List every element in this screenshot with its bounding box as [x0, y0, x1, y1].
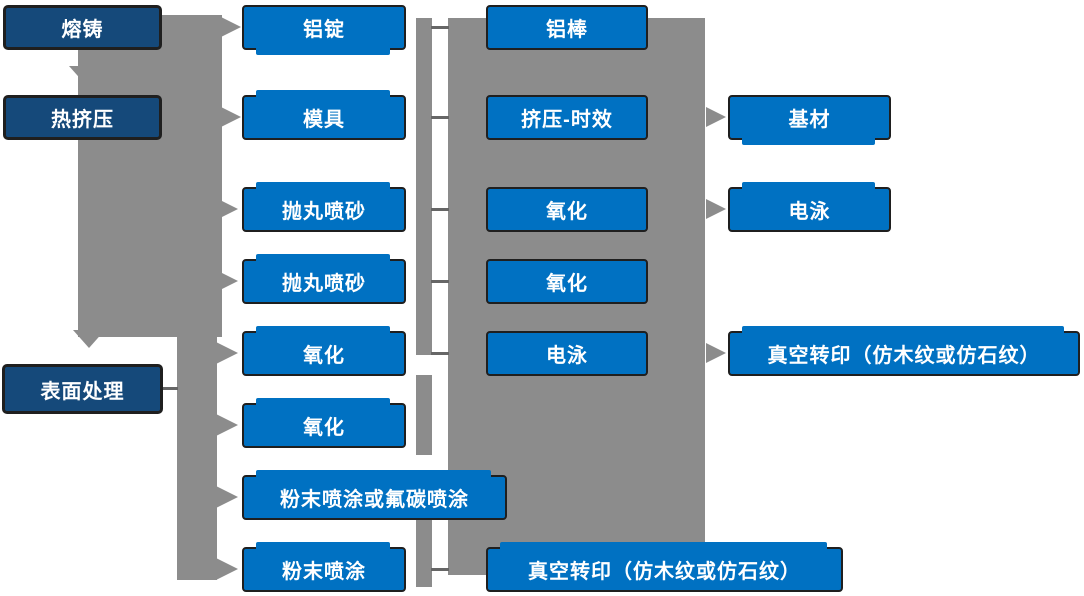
arrow-down-to-hot-extrusion-icon	[69, 66, 101, 84]
node-aluminum-ingot: 铝锭	[242, 5, 406, 55]
arrow-to-mold-icon	[219, 106, 241, 128]
node-base-material: 基材	[728, 95, 891, 145]
tick-bus-row8	[431, 568, 449, 571]
tick-surface-treatment	[161, 387, 178, 390]
node-shot-blasting-1: 抛丸喷砂	[242, 182, 406, 232]
node-oxidation-a2: 氧化	[242, 398, 406, 448]
tick-bus-row2	[431, 116, 449, 119]
node-electrophoresis-out: 电泳	[728, 182, 891, 232]
arrow-to-shot-blasting-2-icon	[216, 270, 238, 292]
node-vacuum-transfer-out: 真空转印（仿木纹或仿石纹）	[728, 326, 1080, 376]
tick-bus-row3	[431, 208, 449, 211]
node-extrusion-aging: 挤压-时效	[486, 95, 648, 140]
tick-bus-row4	[431, 280, 449, 283]
tick-bus-row5	[431, 352, 449, 355]
node-powder-coating: 粉末喷涂	[242, 542, 406, 592]
node-melting-casting: 熔铸	[3, 5, 162, 50]
arrow-to-shot-blasting-1-icon	[216, 198, 238, 220]
arrow-to-powder-coating-icon	[216, 558, 238, 580]
arrow-to-oxidation-a1-icon	[216, 342, 238, 364]
node-vacuum-transfer-b: 真空转印（仿木纹或仿石纹）	[486, 542, 843, 592]
node-aluminum-rod: 铝棒	[486, 5, 648, 50]
arrow-to-powder-fluorocarbon-icon	[216, 486, 238, 508]
node-oxidation-b1: 氧化	[486, 187, 648, 232]
main-trunk-connector	[78, 15, 222, 337]
bus-bar-segment-1	[416, 18, 432, 355]
node-oxidation-b2: 氧化	[486, 259, 648, 304]
node-oxidation-a1: 氧化	[242, 326, 406, 376]
node-mold: 模具	[242, 90, 406, 140]
arrow-to-aluminum-ingot-icon	[219, 16, 241, 38]
node-powder-or-fluorocarbon-coating: 粉末喷涂或氟碳喷涂	[242, 470, 507, 520]
bus-bar-segment-2	[416, 375, 432, 455]
arrow-to-base-material-icon	[706, 107, 726, 127]
arrow-to-vacuum-transfer-out-icon	[706, 343, 726, 363]
arrow-to-electrophoresis-out-icon	[706, 199, 726, 219]
arrow-to-oxidation-a2-icon	[216, 414, 238, 436]
node-electrophoresis-b: 电泳	[486, 331, 648, 376]
arrow-down-to-surface-treatment-icon	[73, 330, 105, 348]
node-hot-extrusion: 热挤压	[3, 95, 162, 140]
node-shot-blasting-2: 抛丸喷砂	[242, 254, 406, 304]
left-branch-bar	[177, 337, 217, 580]
node-surface-treatment: 表面处理	[2, 364, 163, 414]
tick-bus-row1	[431, 26, 449, 29]
